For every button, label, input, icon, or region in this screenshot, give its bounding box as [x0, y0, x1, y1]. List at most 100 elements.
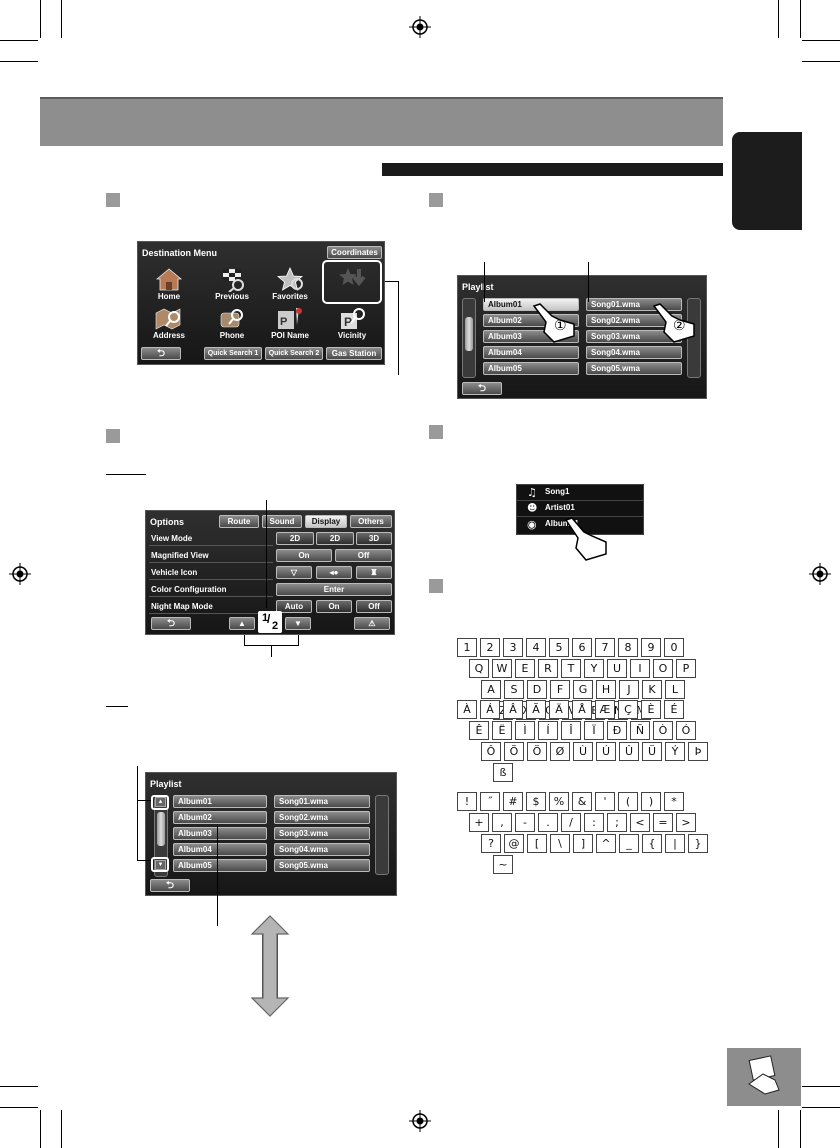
keyboard-key[interactable]: Õ — [504, 742, 524, 761]
song-item[interactable]: Song02.wma — [586, 314, 682, 327]
keyboard-key[interactable]: A — [481, 680, 501, 699]
keyboard-key[interactable]: W — [492, 659, 512, 678]
keyboard-key[interactable]: $ — [526, 792, 546, 811]
tab-route[interactable]: Route — [219, 515, 259, 528]
song-item[interactable]: Song03.wma — [274, 827, 370, 840]
keyboard-key[interactable]: } — [688, 834, 708, 853]
magnified-view-off-button[interactable]: Off — [335, 549, 392, 562]
album-item[interactable]: Album05 — [483, 362, 579, 375]
keyboard-key[interactable]: Ç — [618, 700, 638, 719]
keyboard-key[interactable]: Y — [584, 659, 604, 678]
keyboard-key[interactable]: | — [665, 834, 685, 853]
color-configuration-enter-button[interactable]: Enter — [276, 583, 392, 596]
keyboard-key[interactable]: L — [665, 680, 685, 699]
keyboard-key[interactable]: Á — [480, 700, 500, 719]
keyboard-key[interactable]: ~ — [493, 855, 513, 874]
page-down-button[interactable]: ▼ — [285, 617, 311, 630]
quick-search-1-button[interactable]: Quick Search 1 — [204, 347, 262, 360]
vehicle-icon-option-1[interactable]: ▽ — [276, 566, 312, 579]
address-button[interactable]: Address — [152, 331, 185, 340]
keyboard-key[interactable]: # — [503, 792, 523, 811]
keyboard-key[interactable]: < — [630, 813, 650, 832]
keyboard-key[interactable]: { — [642, 834, 662, 853]
phone-button[interactable]: Phone — [219, 331, 245, 340]
back-button[interactable]: ⮌ — [462, 382, 502, 395]
album-item[interactable]: Album03 — [173, 827, 267, 840]
keyboard-key[interactable]: Å — [572, 700, 592, 719]
tab-sound[interactable]: Sound — [262, 515, 302, 528]
album-item[interactable]: Album04 — [173, 843, 267, 856]
back-button[interactable]: ⮌ — [150, 879, 190, 892]
keyboard-key[interactable]: Þ — [688, 742, 708, 761]
keyboard-key[interactable]: % — [549, 792, 569, 811]
now-playing-row[interactable]: ♫ Song1 — [517, 485, 643, 501]
album-item[interactable]: Album02 — [173, 811, 267, 824]
vehicle-icon-option-2[interactable]: ◂● — [316, 566, 352, 579]
keyboard-key[interactable]: ˝ — [480, 792, 500, 811]
view-mode-2d-heading-button[interactable]: 2D — [316, 532, 354, 545]
previous-button[interactable]: Previous — [215, 292, 249, 301]
keyboard-key[interactable]: P — [676, 659, 696, 678]
keyboard-key[interactable]: Ð — [607, 721, 627, 740]
home-button[interactable]: Home — [157, 292, 181, 301]
keyboard-key[interactable]: Í — [538, 721, 558, 740]
song-item[interactable]: Song01.wma — [274, 795, 370, 808]
keyboard-key[interactable]: ^ — [596, 834, 616, 853]
keyboard-key[interactable]: ? — [481, 834, 501, 853]
keyboard-key[interactable]: Q — [469, 659, 489, 678]
song-scrollbar[interactable] — [375, 795, 389, 875]
keyboard-key[interactable]: ; — [607, 813, 627, 832]
keyboard-key[interactable]: D — [527, 680, 547, 699]
keyboard-key[interactable]: U — [607, 659, 627, 678]
album-item[interactable]: Album04 — [483, 346, 579, 359]
keyboard-key[interactable]: ( — [618, 792, 638, 811]
view-mode-2d-north-button[interactable]: 2D — [276, 532, 314, 545]
keyboard-key[interactable]: . — [538, 813, 558, 832]
keyboard-key[interactable]: = — [653, 813, 673, 832]
keyboard-key[interactable]: , — [492, 813, 512, 832]
vehicle-icon-option-3[interactable]: ♜ — [356, 566, 392, 579]
keyboard-key[interactable]: * — [664, 792, 684, 811]
scroll-thumb[interactable] — [465, 317, 473, 351]
keyboard-key[interactable]: + — [469, 813, 489, 832]
keyboard-key[interactable]: 5 — [549, 638, 569, 657]
keyboard-key[interactable]: & — [572, 792, 592, 811]
keyboard-key[interactable]: Â — [503, 700, 523, 719]
keyboard-key[interactable]: H — [596, 680, 616, 699]
keyboard-key[interactable]: R — [538, 659, 558, 678]
back-button[interactable]: ⮌ — [151, 617, 191, 630]
keyboard-key[interactable]: \ — [550, 834, 570, 853]
keyboard-key[interactable]: Ö — [527, 742, 547, 761]
keyboard-key[interactable]: Ê — [469, 721, 489, 740]
keyboard-key[interactable]: I — [630, 659, 650, 678]
page-up-button[interactable]: ▲ — [229, 617, 255, 630]
song-item[interactable]: Song05.wma — [586, 362, 682, 375]
keyboard-key[interactable]: 3 — [503, 638, 523, 657]
keyboard-key[interactable]: [ — [527, 834, 547, 853]
album-item-selected[interactable]: Album01 — [483, 298, 579, 311]
keyboard-key[interactable]: ß — [493, 763, 513, 782]
keyboard-key[interactable]: 1 — [457, 638, 477, 657]
keyboard-key[interactable]: 8 — [618, 638, 638, 657]
now-playing-row[interactable]: ◉ Album01 — [517, 517, 643, 533]
keyboard-key[interactable]: E — [515, 659, 535, 678]
album-item[interactable]: Album05 — [173, 859, 267, 872]
keyboard-key[interactable]: O — [653, 659, 673, 678]
keyboard-key[interactable]: É — [664, 700, 684, 719]
keyboard-key[interactable]: ! — [457, 792, 477, 811]
keyboard-key[interactable]: F — [550, 680, 570, 699]
magnified-view-on-button[interactable]: On — [276, 549, 332, 562]
now-playing-row[interactable]: ☻ Artist01 — [517, 501, 643, 517]
keyboard-key[interactable]: Ò — [653, 721, 673, 740]
gas-station-button[interactable]: Gas Station — [326, 347, 382, 360]
favorites-button[interactable]: Favorites — [272, 292, 308, 301]
keyboard-key[interactable]: Æ — [595, 700, 615, 719]
night-map-on-button[interactable]: On — [316, 600, 352, 613]
keyboard-key[interactable]: Ä — [549, 700, 569, 719]
quick-search-2-button[interactable]: Quick Search 2 — [265, 347, 323, 360]
scroll-up-button[interactable]: ▲ — [155, 797, 166, 807]
keyboard-key[interactable]: À — [457, 700, 477, 719]
map-icon-button[interactable]: ⚠ — [354, 617, 390, 630]
keyboard-key[interactable]: / — [561, 813, 581, 832]
keyboard-key[interactable]: Ô — [481, 742, 501, 761]
